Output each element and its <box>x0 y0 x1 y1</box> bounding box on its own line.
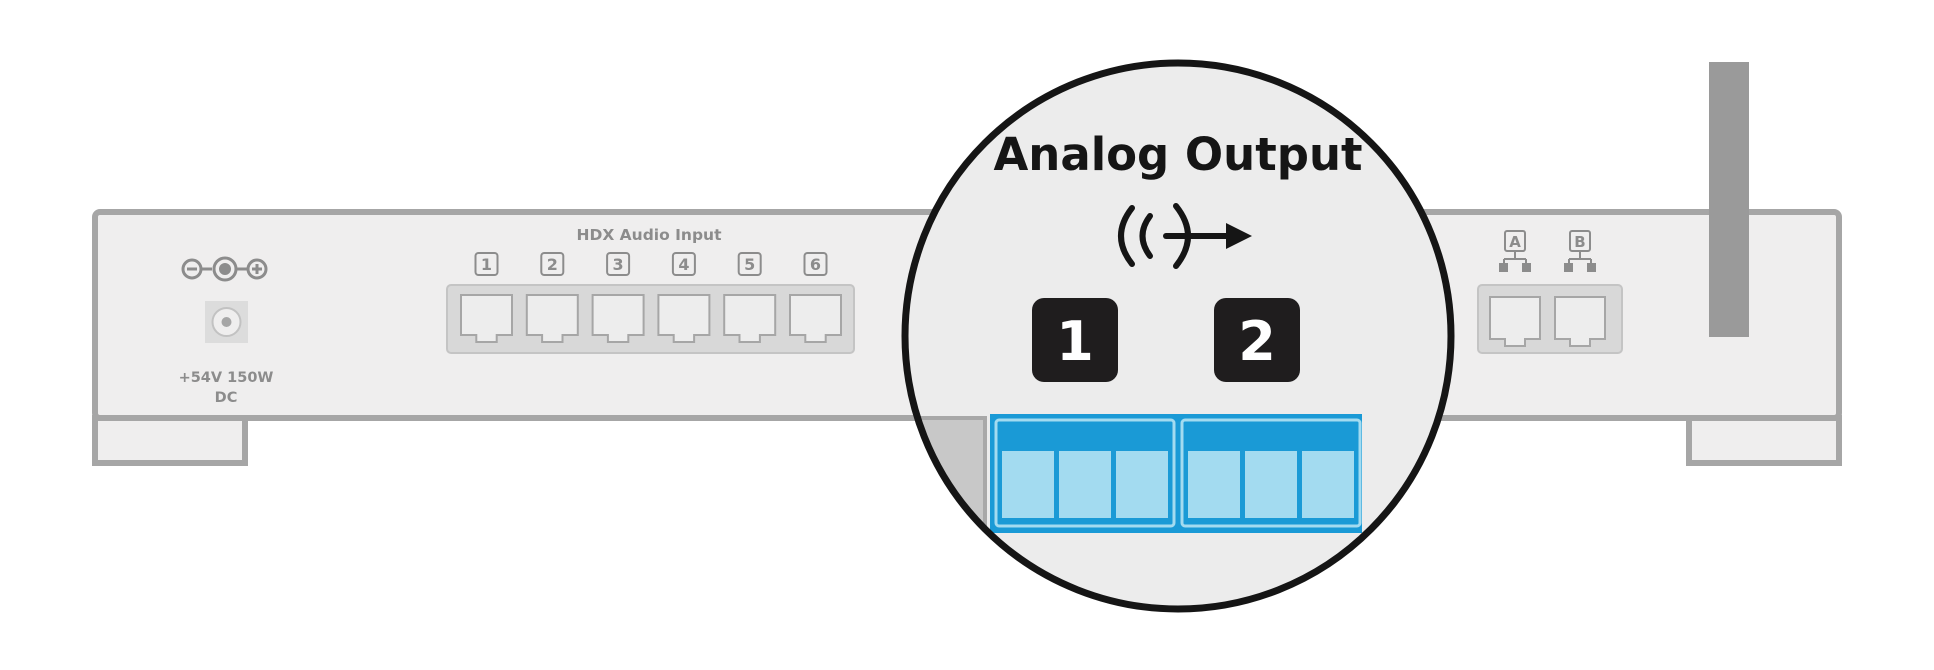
hdx-port-number-box <box>737 252 762 276</box>
callout-zoomed-terminals <box>905 414 1362 535</box>
hdx-audio-input-port[interactable] <box>460 294 513 343</box>
hdx-port-number-box <box>606 252 631 276</box>
hdx-port-number-box <box>671 252 696 276</box>
network-port-a[interactable] <box>1489 296 1541 347</box>
dc-polarity-icon <box>181 256 268 282</box>
callout-ring <box>901 59 1455 613</box>
terminal-slot <box>1188 448 1240 518</box>
analog-output-2-connector[interactable] <box>1180 418 1362 528</box>
hdx-audio-input-port[interactable] <box>657 294 711 343</box>
analog-output-title: Analog Output <box>993 128 1362 181</box>
hdx-port-number-box <box>803 252 828 276</box>
hdx-port-number-box <box>540 252 565 276</box>
terminal-slot <box>1302 448 1354 518</box>
analog-output-number: 1 <box>1056 310 1094 373</box>
right-foot <box>1686 415 1842 466</box>
hdx-port-number: 4 <box>678 255 689 274</box>
network-port-letter: A <box>1509 233 1521 251</box>
hdx-audio-input-port[interactable] <box>525 294 579 343</box>
analog-output-1-badge <box>1032 298 1118 382</box>
hdx-port-number: 2 <box>547 255 558 274</box>
network-port-b[interactable] <box>1554 296 1606 347</box>
terminal-slot <box>1245 448 1297 518</box>
network-icon <box>1499 252 1531 272</box>
hdx-port-number-box <box>474 252 499 276</box>
analog-output-1-connector[interactable] <box>994 418 1176 528</box>
antenna <box>1709 62 1749 337</box>
hdx-port-number: 6 <box>810 255 821 274</box>
hdx-audio-input-port[interactable] <box>789 294 842 343</box>
network-icon <box>1564 252 1596 272</box>
hdx-audio-input-port[interactable] <box>591 294 645 343</box>
analog-output-2-badge <box>1214 298 1300 382</box>
hdx-port-number: 5 <box>744 255 755 274</box>
hdx-audio-input-title: HDX Audio Input <box>576 226 722 244</box>
analog-output-icon <box>1118 203 1252 269</box>
hdx-audio-input-port[interactable] <box>723 294 777 343</box>
network-port-letter: B <box>1574 233 1585 251</box>
terminal-slot <box>1059 448 1111 518</box>
terminal-slot <box>1116 448 1168 518</box>
analog-output-number: 2 <box>1238 310 1276 373</box>
hdx-port-number: 3 <box>613 255 624 274</box>
terminal-slot <box>1002 448 1054 518</box>
network-port-letter-box <box>1569 230 1591 252</box>
power-rating-label: +54V 150W <box>179 370 274 386</box>
power-type-label: DC <box>215 390 238 406</box>
left-foot <box>92 415 248 466</box>
network-port-letter-box <box>1504 230 1526 252</box>
hdx-port-number: 1 <box>481 255 492 274</box>
dc-power-jack-pin <box>221 317 232 327</box>
